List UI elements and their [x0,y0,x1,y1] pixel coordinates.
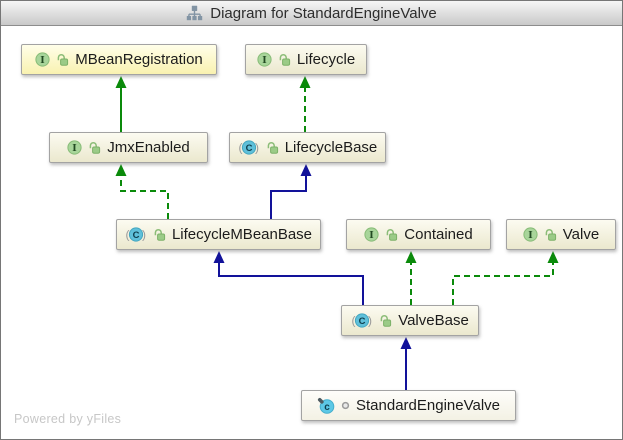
class-name-label: Lifecycle [296,51,356,68]
window-title: Diagram for StandardEngineValve [210,4,437,22]
class-node-LifecycleMBeanBase[interactable]: ( C) LifecycleMBeanBase [116,219,321,250]
edge-ValveBase-Valve [452,251,559,305]
class-name-label: StandardEngineValve [356,397,500,414]
svg-text:): ) [142,228,146,242]
class-node-ValveBase[interactable]: (C) ValveBase [341,305,479,336]
edge-ValveBase-LifecycleMBeanBase [213,251,364,305]
class-name-label: ValveBase [398,312,469,329]
public-open-lock-icon [385,228,398,241]
class-node-Contained[interactable]: I Contained [346,219,491,250]
svg-text:I: I [40,55,45,66]
svg-text:(: ( [238,141,242,155]
svg-text:I: I [262,55,267,66]
svg-text:): ) [255,141,259,155]
svg-text:I: I [528,230,533,241]
class-name-label: LifecycleMBeanBase [171,226,313,243]
public-open-lock-icon [88,141,101,154]
interface-icon: I [523,227,538,242]
interface-icon: I [35,52,50,67]
edge-StandardEngineValve-ValveBase [400,337,412,390]
class-name-label: Valve [562,226,600,243]
svg-text:C: C [359,316,366,327]
package-visibility-icon [341,401,350,410]
edge-LifecycleBase-Lifecycle [299,76,311,132]
class-name-label: LifecycleBase [284,139,378,156]
class-node-Valve[interactable]: I Valve [506,219,616,250]
svg-text:C: C [245,143,252,154]
public-open-lock-icon [278,53,291,66]
public-open-lock-icon [379,314,392,327]
edge-JmxEnabled-MBeanRegistration [115,76,127,132]
public-open-lock-icon [56,53,69,66]
public-open-lock-icon [153,228,166,241]
class-node-LifecycleBase[interactable]: (C) LifecycleBase [229,132,386,163]
class-name-label: MBeanRegistration [75,51,203,68]
edge-ValveBase-Contained [405,251,417,305]
class-name-label: Contained [404,226,473,243]
titlebar[interactable]: Diagram for StandardEngineValve [1,1,622,26]
class-node-StandardEngineValve[interactable]: c StandardEngineValve [301,390,516,421]
svg-text:I: I [72,143,77,154]
class-name-label: JmxEnabled [107,139,190,156]
edge-LifecycleMBeanBase-JmxEnabled [115,164,169,219]
interface-icon: I [364,227,379,242]
yfiles-watermark: Powered by yFiles [14,412,122,426]
interface-icon: I [257,52,272,67]
abstract-class-icon: (C) [351,313,373,328]
abstract-class-icon: ( C) [125,227,147,242]
svg-text:(: ( [125,228,129,242]
edge-LifecycleMBeanBase-LifecycleBase [270,164,312,219]
class-node-MBeanRegistration[interactable]: I MBeanRegistration [21,44,217,75]
class-node-Lifecycle[interactable]: I Lifecycle [245,44,367,75]
class-node-JmxEnabled[interactable]: I JmxEnabled [49,132,208,163]
hierarchy-icon [186,5,203,21]
interface-icon: I [67,140,82,155]
svg-text:): ) [368,314,372,328]
abstract-class-icon: (C) [238,140,260,155]
svg-text:I: I [370,230,375,241]
public-open-lock-icon [544,228,557,241]
public-open-lock-icon [266,141,279,154]
final-class-icon: c [317,397,335,414]
svg-text:C: C [133,230,140,241]
svg-text:(: ( [352,314,356,328]
svg-text:c: c [324,402,330,413]
